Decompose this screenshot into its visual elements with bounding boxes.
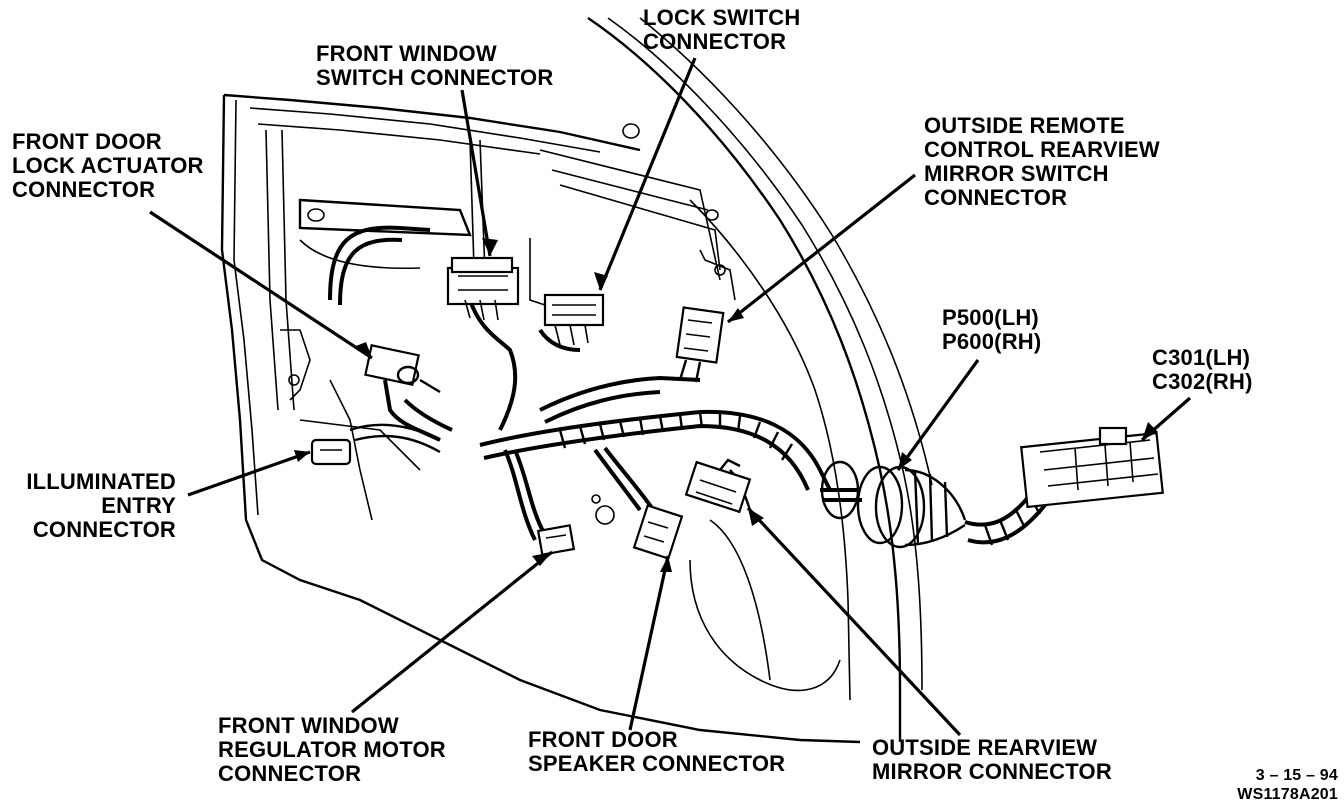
label-line: OUTSIDE REARVIEW xyxy=(872,735,1098,760)
connector-outside-remote-mirror-switch xyxy=(675,306,725,383)
figure-footer: 3 – 15 – 94 WS1178A201 xyxy=(1228,766,1338,804)
wiring-harness xyxy=(328,225,1047,549)
label-p500-p600: P500(LH) P600(RH) xyxy=(942,306,1041,354)
label-line: CONNECTOR xyxy=(32,517,176,542)
label-line: FRONT DOOR xyxy=(528,727,678,752)
leader-lock-actuator xyxy=(149,210,373,360)
label-front-window-regulator-motor-connector: FRONT WINDOW REGULATOR MOTOR CONNECTOR xyxy=(218,714,446,786)
label-line: OUTSIDE REMOTE xyxy=(924,113,1125,138)
label-line: CONNECTOR xyxy=(643,29,787,54)
leader-speaker xyxy=(628,555,670,731)
label-line: FRONT DOOR xyxy=(12,129,162,154)
label-line: CONTROL REARVIEW xyxy=(924,137,1160,162)
label-line: CONNECTOR xyxy=(218,761,362,786)
leader-p500 xyxy=(896,359,980,471)
label-line: REGULATOR MOTOR xyxy=(218,737,446,762)
label-line: MIRROR CONNECTOR xyxy=(872,759,1112,784)
connector-front-door-lock-actuator xyxy=(364,344,441,394)
label-front-window-switch-connector: FRONT WINDOW SWITCH CONNECTOR xyxy=(316,42,553,90)
connector-illuminated-entry xyxy=(310,438,352,466)
connector-regulator-motor xyxy=(536,524,576,556)
label-line: MIRROR SWITCH xyxy=(924,161,1109,186)
label-front-door-lock-actuator-connector: FRONT DOOR LOCK ACTUATOR CONNECTOR xyxy=(12,130,204,202)
label-line: P500(LH) xyxy=(942,305,1039,330)
label-c301-c302: C301(LH) C302(RH) xyxy=(1152,346,1253,394)
label-line: CONNECTOR xyxy=(12,177,156,202)
connector-lock-switch xyxy=(543,293,605,346)
footer-date: 3 – 15 – 94 xyxy=(1255,767,1338,784)
label-illuminated-entry-connector: ILLUMINATED ENTRY CONNECTOR xyxy=(6,470,176,542)
arrowheads xyxy=(294,238,1158,572)
connector-c301-c302 xyxy=(1020,426,1164,509)
label-front-door-speaker-connector: FRONT DOOR SPEAKER CONNECTOR xyxy=(528,728,785,776)
label-line: C302(RH) xyxy=(1152,369,1253,394)
leader-regulator-motor xyxy=(351,550,553,714)
leader-mirror-switch xyxy=(727,173,916,324)
label-line: SPEAKER CONNECTOR xyxy=(528,751,786,776)
label-line: P600(RH) xyxy=(942,329,1042,354)
door-panel-outline xyxy=(220,17,933,744)
label-line: ENTRY xyxy=(101,493,176,518)
label-outside-rearview-mirror-connector: OUTSIDE REARVIEW MIRROR CONNECTOR xyxy=(872,736,1112,784)
leader-lock-switch xyxy=(598,57,697,291)
label-line: C301(LH) xyxy=(1152,345,1251,370)
leader-illuminated-entry xyxy=(187,450,311,497)
label-line: LOCK SWITCH xyxy=(643,5,801,30)
connector-front-window-switch xyxy=(446,256,520,321)
leader-lines xyxy=(149,57,1192,737)
connector-speaker xyxy=(632,504,684,560)
label-line: SWITCH CONNECTOR xyxy=(316,65,554,90)
label-line: CONNECTOR xyxy=(924,185,1068,210)
leader-outside-mirror xyxy=(746,506,962,737)
label-outside-remote-mirror-switch-connector: OUTSIDE REMOTE CONTROL REARVIEW MIRROR S… xyxy=(924,114,1160,210)
leader-front-window-switch xyxy=(460,89,492,257)
label-line: ILLUMINATED xyxy=(26,469,176,494)
label-line: FRONT WINDOW xyxy=(316,41,497,66)
label-line: FRONT WINDOW xyxy=(218,713,399,738)
label-lock-switch-connector: LOCK SWITCH CONNECTOR xyxy=(643,6,800,54)
label-line: LOCK ACTUATOR xyxy=(12,153,204,178)
footer-figure-id: WS1178A201 xyxy=(1237,786,1338,803)
connector-outside-mirror xyxy=(684,458,841,692)
